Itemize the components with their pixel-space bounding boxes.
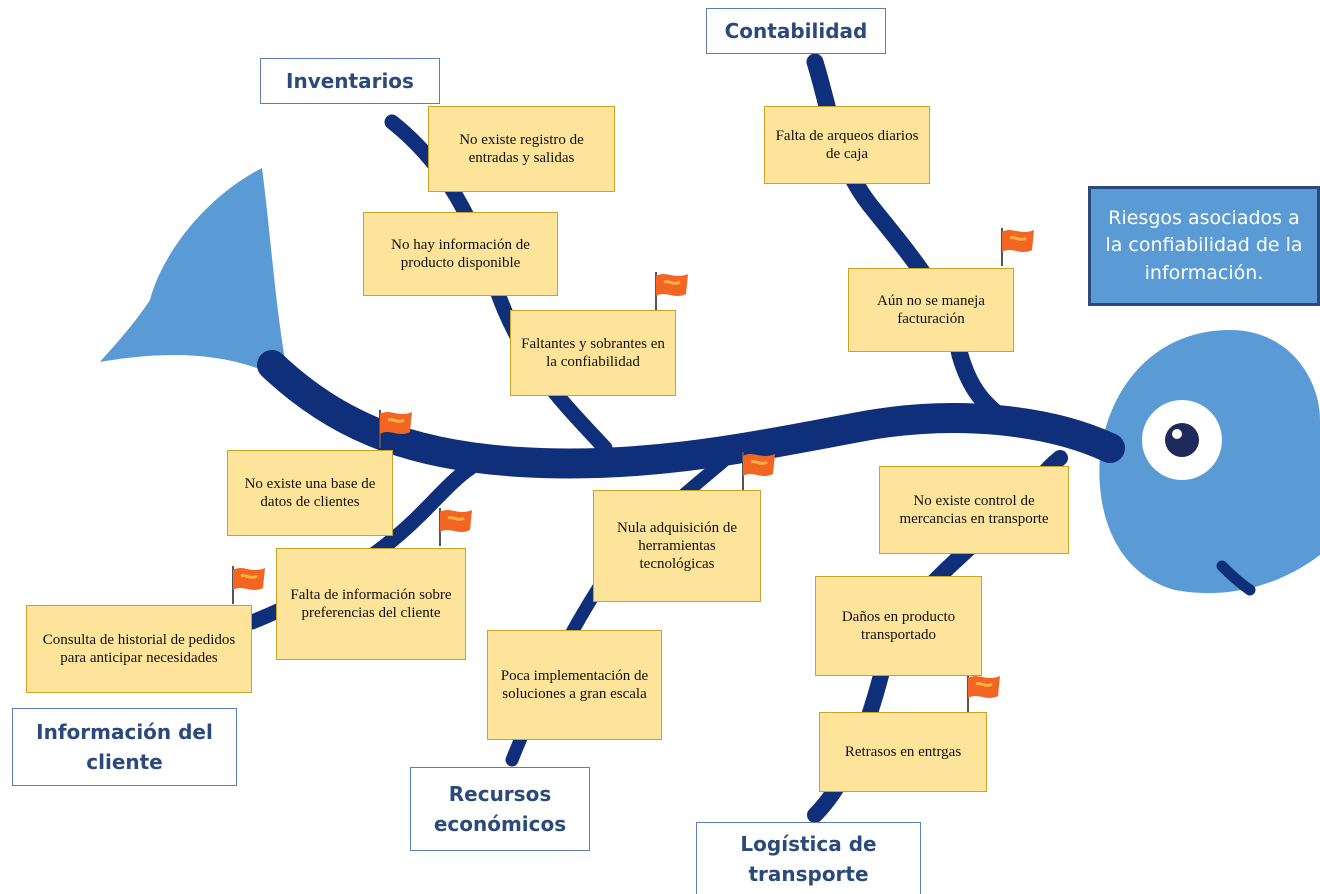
flag-icon (655, 272, 688, 310)
flag-icon (742, 452, 775, 490)
cause-cli-historial: Consulta de historial de pedidos para an… (26, 605, 252, 693)
cause-inv-info-producto: No hay información de producto disponibl… (363, 212, 558, 296)
cause-rec-soluciones: Poca implementación de soluciones a gran… (487, 630, 662, 740)
cause-cont-arqueos: Falta de arqueos diarios de caja (764, 106, 930, 184)
category-inventarios: Inventarios (260, 58, 440, 104)
cause-inv-registro: No existe registro de entradas y salidas (428, 106, 615, 192)
fish-tail (100, 168, 285, 380)
category-recursos-economicos: Recursos económicos (410, 767, 590, 851)
cause-log-control: No existe control de mercancias en trans… (879, 466, 1069, 554)
category-logistica-transporte: Logística de transporte (696, 822, 921, 894)
cause-cli-preferencias: Falta de información sobre preferencias … (276, 548, 466, 660)
fish-eye-icon (1142, 400, 1222, 480)
cause-cli-base-datos: No existe una base de datos de clientes (227, 450, 393, 536)
cause-cont-facturacion: Aún no se maneja facturación (848, 268, 1014, 352)
cause-log-retrasos: Retrasos en entrgas (819, 712, 987, 792)
cause-rec-herramientas: Nula adquisición de herramientas tecnoló… (593, 490, 761, 602)
flag-icon (1001, 228, 1034, 266)
fish-mouth (1216, 560, 1256, 596)
cause-inv-faltantes: Faltantes y sobrantes en la confiabilida… (510, 310, 676, 396)
category-informacion-cliente: Información del cliente (12, 708, 237, 786)
cause-log-danos: Daños en producto transportado (815, 576, 982, 676)
effect-title: Riesgos asociados a la confiabilidad de … (1088, 186, 1320, 306)
flag-icon (439, 508, 472, 546)
flag-icon (967, 674, 1000, 712)
flag-icon (232, 566, 265, 604)
flag-icon (379, 410, 412, 448)
category-contabilidad: Contabilidad (706, 8, 886, 54)
